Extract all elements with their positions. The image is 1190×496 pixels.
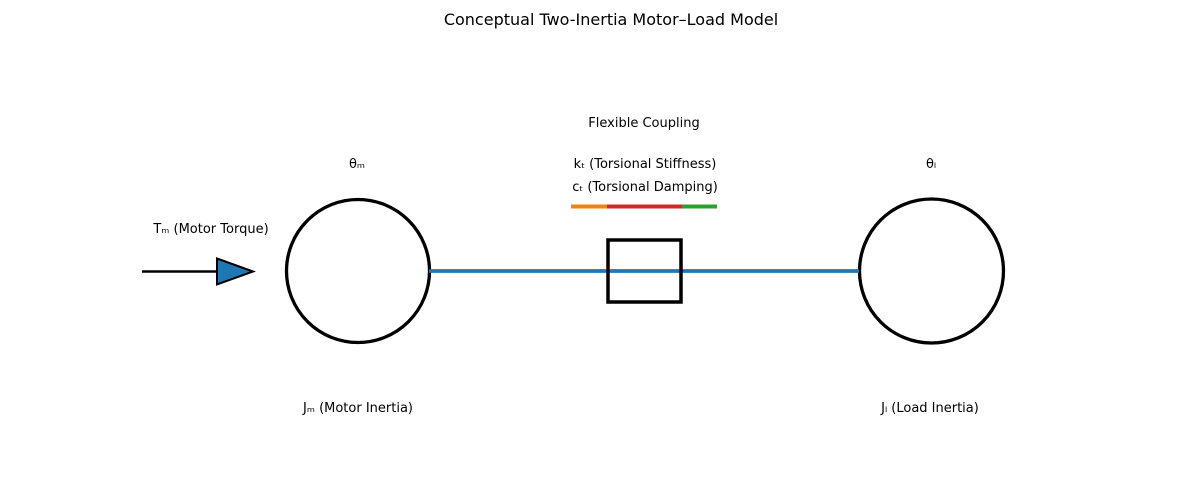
- coupling-title-label: Flexible Coupling: [588, 116, 700, 131]
- load-angle-label: θₗ: [925, 157, 937, 172]
- motor-inertia-circle: [284, 197, 432, 345]
- load-inertia-label: Jₗ (Load Inertia): [881, 401, 979, 416]
- torsional-stiffness-label: kₜ (Torsional Stiffness): [573, 157, 717, 172]
- load-inertia-circle: [857, 197, 1006, 345]
- torque-arrow-head: [216, 257, 256, 286]
- motor-inertia-label: Jₘ (Motor Inertia): [303, 401, 413, 416]
- motor-torque-label: Tₘ (Motor Torque): [153, 222, 269, 237]
- motor-angle-label: θₘ: [348, 157, 366, 172]
- torsional-damping-label: cₜ (Torsional Damping): [572, 180, 718, 195]
- diagram-title: Conceptual Two-Inertia Motor–Load Model: [443, 10, 779, 29]
- coupling-box: [606, 238, 683, 304]
